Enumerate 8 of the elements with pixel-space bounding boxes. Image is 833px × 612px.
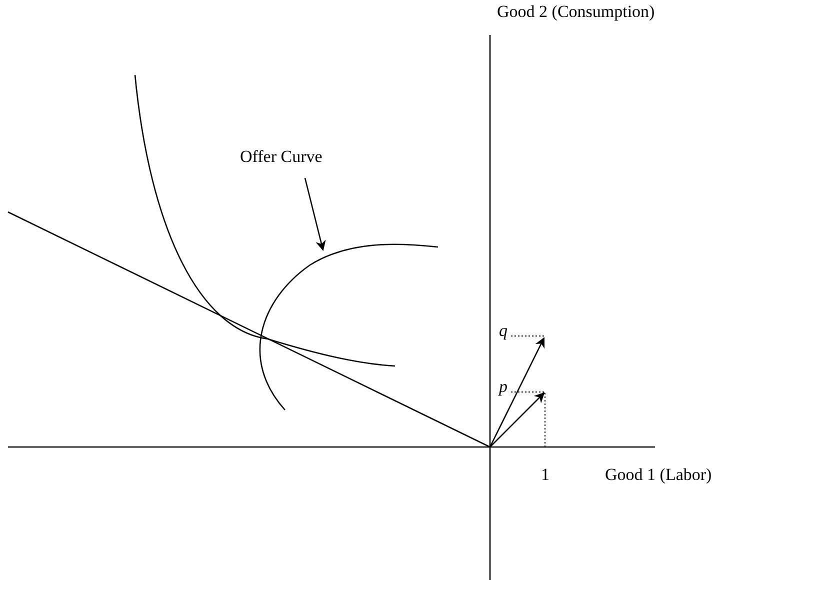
curve-label: Offer Curve	[240, 148, 322, 167]
leader-line	[304, 178, 326, 251]
vector-label: q	[499, 322, 508, 341]
tick-label: 1	[541, 466, 550, 485]
vector-label: p	[499, 378, 508, 397]
offer-curve	[259, 244, 438, 410]
axis-label: Good 1 (Labor)	[605, 466, 712, 485]
axis-label: Good 2 (Consumption)	[497, 3, 655, 22]
